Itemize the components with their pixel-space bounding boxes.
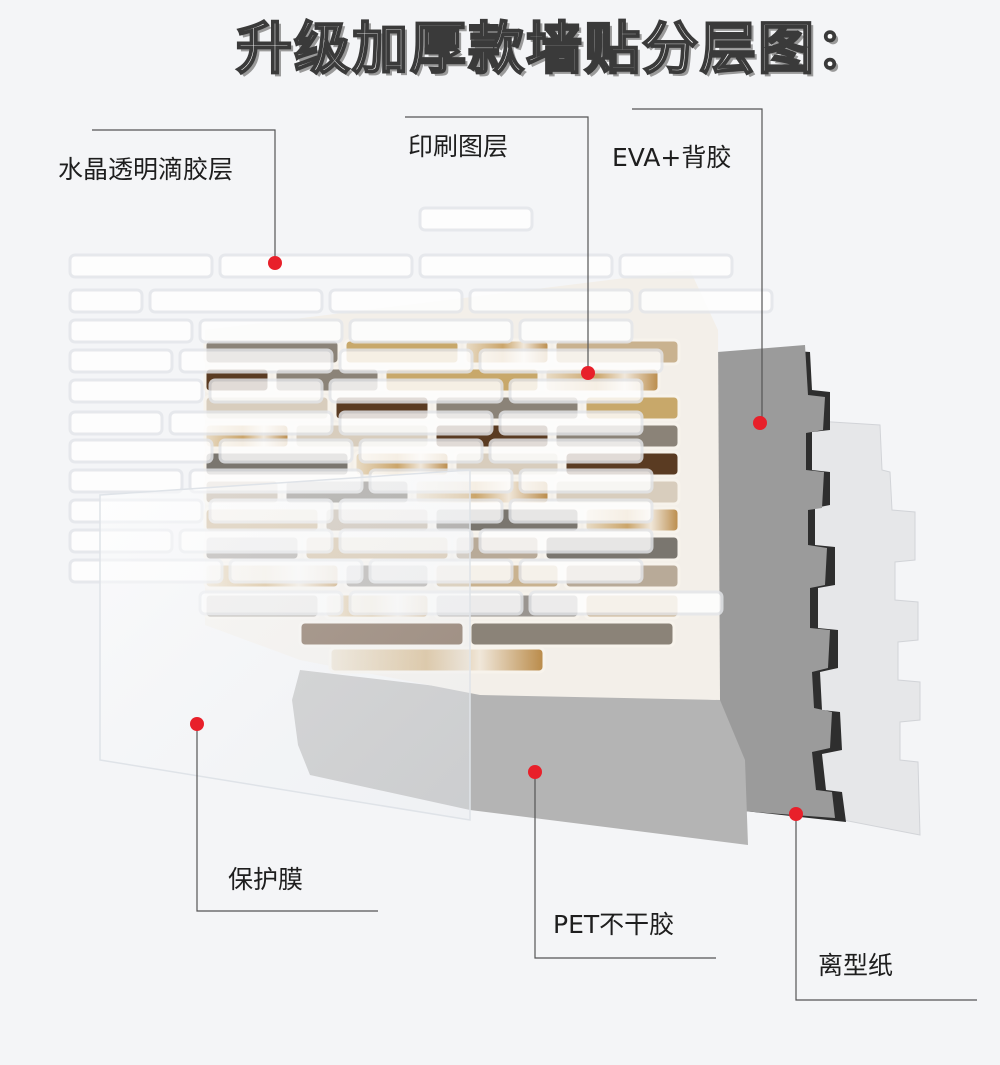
crystal-tile	[68, 468, 184, 494]
dot-eva	[753, 416, 767, 430]
crystal-tile	[168, 410, 334, 436]
crystal-tile	[218, 438, 354, 464]
crystal-tile	[328, 288, 464, 314]
crystal-tile	[328, 378, 504, 404]
crystal-tile	[358, 438, 484, 464]
crystal-tile	[508, 498, 654, 524]
crystal-tile	[488, 438, 644, 464]
leader-line-eva	[632, 108, 763, 422]
crystal-tile	[338, 348, 474, 374]
crystal-tile	[198, 318, 344, 344]
label-print-layer: 印刷图层	[408, 132, 509, 161]
label-crystal-layer: 水晶透明滴胶层	[58, 155, 234, 184]
crystal-tile	[528, 590, 724, 616]
crystal-tile	[68, 318, 194, 344]
dot-film	[190, 717, 204, 731]
crystal-tile	[68, 253, 214, 279]
crystal-tile	[418, 206, 534, 232]
crystal-tile	[148, 288, 324, 314]
dot-print	[581, 366, 595, 380]
dot-crystal	[268, 256, 282, 270]
crystal-tile	[338, 410, 494, 436]
leader-line-release	[795, 815, 977, 1001]
crystal-tile	[218, 253, 414, 279]
label-pet-layer: PET不干胶	[553, 910, 675, 939]
leader-line-crystal	[92, 129, 276, 262]
crystal-tile	[498, 410, 644, 436]
dot-release	[789, 807, 803, 821]
crystal-tile	[178, 348, 334, 374]
crystal-tile	[68, 438, 214, 464]
crystal-tile	[518, 558, 644, 584]
leader-line-print	[405, 116, 589, 372]
dot-pet	[528, 765, 542, 779]
crystal-tile	[518, 468, 654, 494]
label-film-layer: 保护膜	[228, 865, 304, 894]
label-release-layer: 离型纸	[818, 951, 894, 980]
crystal-tile	[68, 288, 144, 314]
crystal-tile	[618, 253, 734, 279]
crystal-tile	[508, 378, 644, 404]
crystal-tile	[478, 348, 664, 374]
crystal-tile	[208, 378, 324, 404]
crystal-tile	[518, 318, 634, 344]
protective-film-layer	[99, 469, 471, 821]
crystal-tile	[638, 288, 774, 314]
print-tile	[468, 620, 676, 648]
crystal-tile	[68, 348, 174, 374]
label-eva-layer: EVA+背胶	[612, 143, 732, 172]
crystal-tile	[468, 288, 634, 314]
page-title: 升级加厚款墙贴分层图：	[235, 16, 874, 83]
crystal-tile	[68, 378, 204, 404]
crystal-tile	[478, 528, 654, 554]
leader-line-film	[196, 724, 378, 912]
crystal-tile	[68, 410, 164, 436]
crystal-tile	[418, 253, 614, 279]
leader-line-pet	[534, 772, 716, 959]
crystal-tile	[348, 318, 514, 344]
